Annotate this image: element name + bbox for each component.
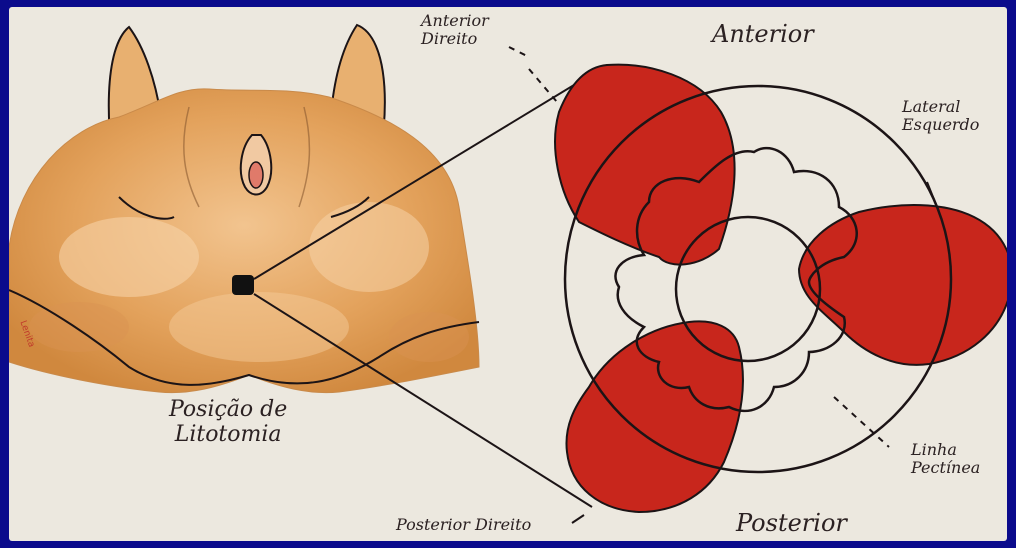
left-lateral-hemorrhoid: [799, 205, 1007, 365]
posterior-right-hemorrhoid: [566, 321, 743, 512]
label-posicao-litotomia: Posição de Litotomia: [169, 397, 287, 448]
label-lateral-esquerdo: Lateral Esquerdo: [902, 98, 979, 135]
label-posterior-direito: Posterior Direito: [396, 516, 531, 534]
lithotomy-illustration: [9, 25, 479, 393]
label-posterior: Posterior: [736, 510, 847, 538]
diagram-card: Anterior Direito Anterior Lateral Esquer…: [9, 7, 1007, 541]
hemorrhoid-diagram-art: [9, 7, 1007, 541]
label-anterior-direito: Anterior Direito: [421, 12, 489, 49]
label-anterior: Anterior: [712, 21, 814, 49]
label-linha-pectinea: Linha Pectínea: [911, 441, 980, 478]
inner-circle: [676, 217, 820, 361]
anterior-right-hemorrhoid: [555, 65, 735, 265]
